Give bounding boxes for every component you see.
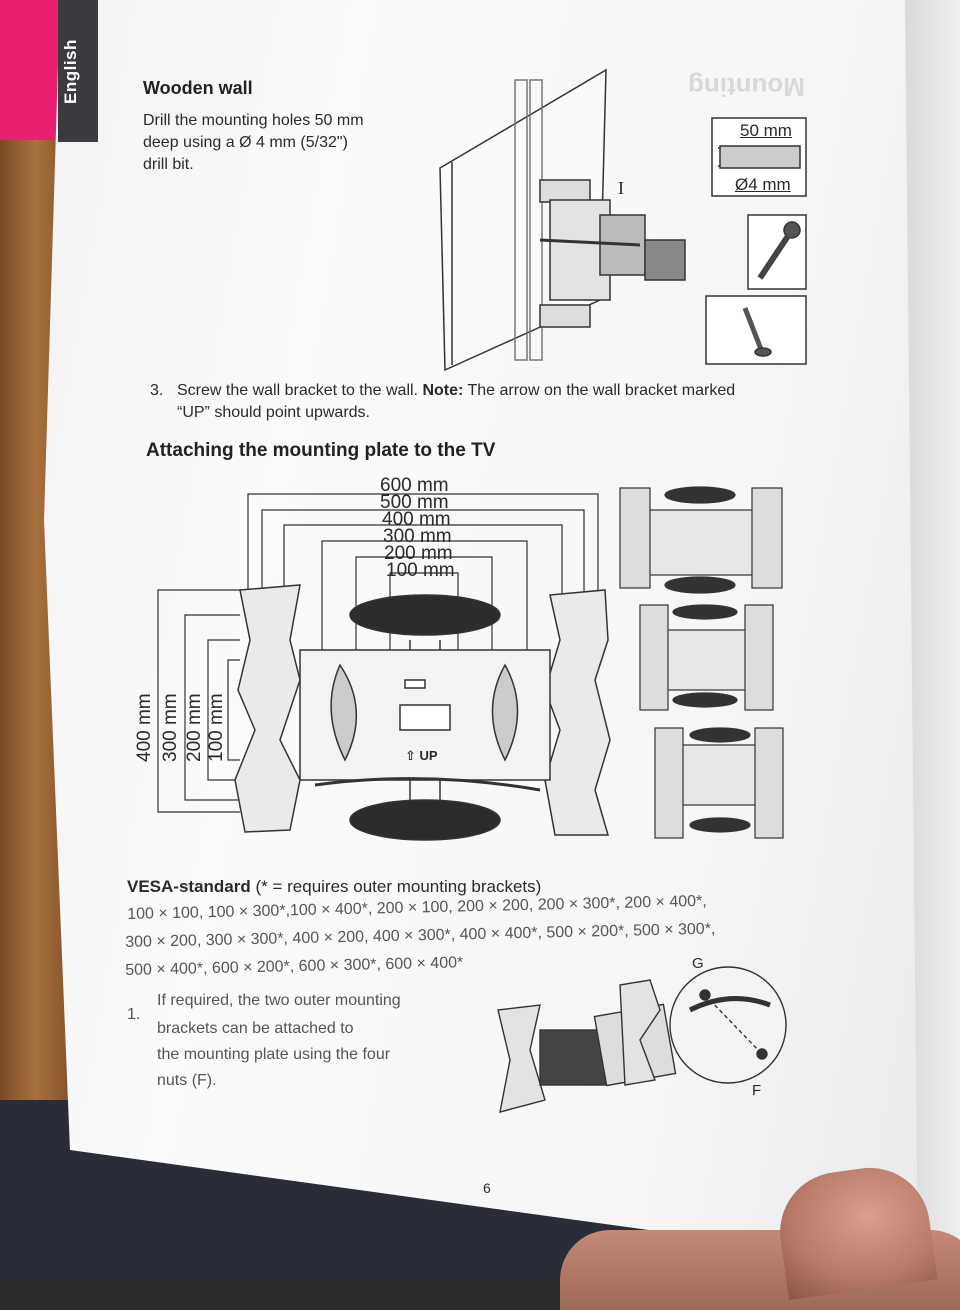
step-3-text-a: Screw the wall bracket to the wall. (177, 382, 423, 399)
detail-label-g: G (692, 955, 704, 972)
wrench-icon (747, 214, 807, 290)
drill-depth-box (711, 117, 807, 197)
vdim-200: 200 mm (184, 693, 205, 762)
plate-variant-1 (619, 486, 783, 594)
step-3-number: 3. (150, 382, 164, 399)
step-3-line-2: “UP” should point upwards. (177, 404, 370, 421)
wall-bracket-illustration (439, 68, 686, 372)
vertical-dimension-lines (157, 589, 240, 813)
step-1-number: 1. (127, 1006, 141, 1023)
vesa-note: (* = requires outer mounting brackets) (250, 877, 542, 896)
plate-variant-3 (654, 727, 784, 839)
section-title: Attaching the mounting plate to the TV (146, 440, 496, 461)
dim-500: 500 mm (380, 492, 449, 513)
wooden-wall-line-1: Drill the mounting holes 50 mm (143, 112, 364, 129)
step-3-note: Note: (422, 382, 464, 399)
horizontal-dimension-lines (247, 493, 599, 660)
wooden-wall-line-3: drill bit. (143, 156, 194, 173)
dim-200: 200 mm (384, 543, 453, 564)
vdim-300: 300 mm (160, 693, 181, 762)
drill-diameter-label: Ø4 mm (735, 175, 791, 194)
language-tab (58, 0, 98, 142)
plate-up-label: ⇧ UP (405, 748, 438, 763)
step-1-line-2: brackets can be attached to (157, 1020, 354, 1037)
wooden-wall-title: Wooden wall (143, 78, 253, 98)
vesa-title: VESA-standard (127, 877, 251, 896)
outer-bracket-assembly (497, 966, 787, 1113)
step-1-line-3: the mounting plate using the four (157, 1046, 391, 1063)
page-number: 6 (483, 1180, 491, 1196)
dim-600: 600 mm (380, 475, 449, 496)
step-1-line-1: If required, the two outer mounting (157, 992, 401, 1009)
plate-variant-2 (639, 604, 774, 711)
dim-400: 400 mm (382, 509, 451, 530)
detail-label-f: F (752, 1082, 762, 1099)
screw-icon (705, 295, 807, 365)
bracket-label-i: I (618, 178, 624, 198)
drill-depth-label: 50 mm (740, 121, 792, 140)
dim-300: 300 mm (383, 526, 452, 547)
dim-100: 100 mm (386, 560, 455, 581)
vdim-400: 400 mm (134, 693, 155, 762)
step-1-line-4: nuts (F). (157, 1072, 217, 1089)
mounting-plate-drawing (234, 584, 611, 841)
step-3-text-b: The arrow on the wall bracket marked (463, 382, 736, 399)
vesa-heading: VESA-standard (* = requires outer mounti… (127, 876, 541, 897)
illustrations (157, 68, 807, 1113)
vdim-100: 100 mm (206, 693, 227, 762)
step-3-line-1: Screw the wall bracket to the wall. Note… (177, 380, 735, 401)
wooden-wall-line-2: deep using a Ø 4 mm (5/32") (143, 134, 348, 151)
